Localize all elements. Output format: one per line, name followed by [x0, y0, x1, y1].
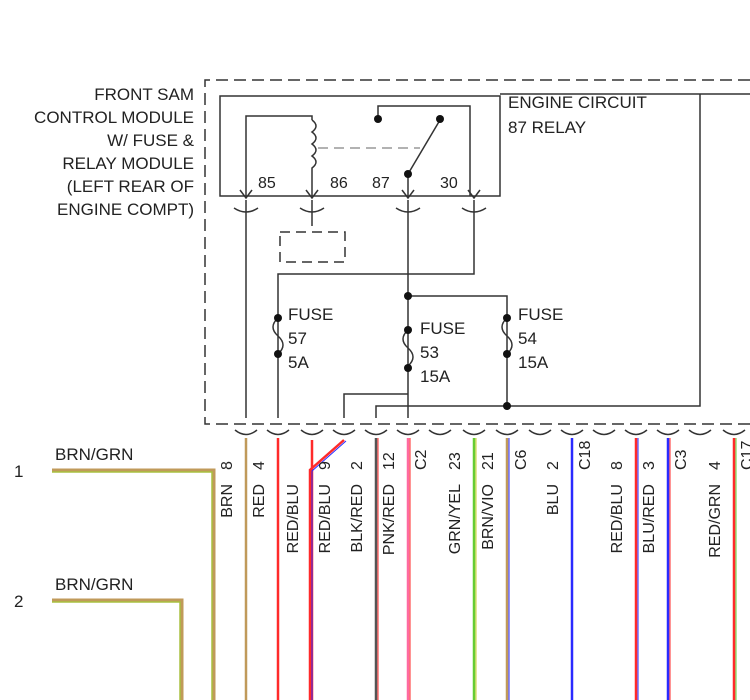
connector-wire-label: BRN	[219, 484, 236, 518]
relay-pin-connectors	[233, 200, 487, 216]
module-enclosure	[204, 79, 750, 425]
module-label-line-6: ENGINE COMPT)	[57, 200, 194, 219]
wire-stripe	[311, 440, 347, 700]
connector-pin-number: C6	[513, 449, 530, 470]
connector-pin-symbol	[266, 429, 290, 436]
relay-box	[219, 93, 750, 197]
relay-pin-30: 30	[440, 175, 458, 192]
connector-pin-number: C18	[577, 441, 594, 470]
fuse-terminals	[274, 314, 511, 372]
connector-pin-symbol	[495, 429, 519, 436]
row-2-number: 2	[14, 592, 23, 611]
connector-pin-number: 9	[317, 461, 334, 470]
fuse-53-label: FUSE	[420, 319, 465, 338]
connector-wire-label: GRN/YEL	[447, 484, 464, 554]
connector-pin-number: 4	[707, 461, 724, 470]
connector-pin-symbol	[462, 429, 486, 436]
wire	[308, 439, 345, 700]
fuse-57-symbol	[272, 317, 284, 355]
connector-pin-symbol	[234, 429, 258, 436]
relay-pin-87: 87	[372, 175, 390, 192]
connector-pin-symbol	[656, 429, 680, 436]
connector-pin-number: 8	[219, 461, 236, 470]
fuse-54-number: 54	[518, 329, 537, 348]
module-label-line-2: CONTROL MODULE	[34, 108, 194, 127]
connector-wire-label: PNK/RED	[381, 484, 398, 555]
connector-pin-symbol	[722, 429, 746, 436]
connector-pin-number: 23	[447, 452, 464, 470]
module-label-line-3: W/ FUSE &	[107, 131, 195, 150]
connector-pin-symbol	[592, 429, 616, 436]
relay-pin-86: 86	[330, 175, 348, 192]
connector-pin-number: C3	[673, 449, 690, 470]
fuse-57-number: 57	[288, 329, 307, 348]
connector-pin-number: 8	[609, 461, 626, 470]
relay-pin-arrows	[239, 189, 481, 200]
optional-component	[279, 216, 346, 263]
connector-wire-label: RED	[251, 484, 268, 518]
connector-wire-label: RED/BLU	[609, 484, 626, 553]
module-label-line-5: (LEFT REAR OF	[67, 177, 194, 196]
fuse-54-symbol	[501, 317, 513, 355]
module-label-line-4: RELAY MODULE	[62, 154, 194, 173]
connector-pin-symbol	[528, 429, 552, 436]
connector-pin-number: 4	[251, 461, 268, 470]
connector-wire-label: RED/GRN	[707, 484, 724, 558]
connector-pin-symbol	[300, 429, 324, 436]
connector-pin-number: C2	[413, 449, 430, 470]
fuse-54-label: FUSE	[518, 305, 563, 324]
connector-wire-label: BLK/RED	[349, 484, 366, 552]
module-label-line-1: FRONT SAM	[94, 85, 194, 104]
connector-wire-label: BRN/VIO	[480, 484, 497, 550]
connector-pin-number: 2	[349, 461, 366, 470]
row-1-number: 1	[14, 462, 23, 481]
left-wire-1-label: BRN/GRN	[55, 445, 133, 464]
fuse-57-rating: 5A	[288, 353, 309, 372]
internal-wiring	[245, 94, 701, 418]
connector-wire-label: BLU	[545, 484, 562, 515]
connector-pin-symbol	[396, 429, 420, 436]
connector-pin-number: 2	[545, 461, 562, 470]
connector-pin-symbol	[364, 429, 388, 436]
fuse-53-number: 53	[420, 343, 439, 362]
connector-pin-symbol	[332, 429, 356, 436]
connector-pin-symbol	[688, 429, 712, 436]
connector-pin-number: C17	[739, 441, 750, 470]
connector-pin-number: 21	[480, 452, 497, 470]
fuse-57-label: FUSE	[288, 305, 333, 324]
relay-title-line-1: ENGINE CIRCUIT	[508, 93, 647, 112]
connector-wire-label: RED/BLU	[317, 484, 334, 553]
relay-title-line-2: 87 RELAY	[508, 118, 586, 137]
fuse-54-rating: 15A	[518, 353, 549, 372]
connector-pin-symbol	[560, 429, 584, 436]
connector-wire-label: RED/BLU	[285, 484, 302, 553]
relay-pin-85: 85	[258, 175, 276, 192]
connector-pin-number: 3	[641, 461, 658, 470]
connector-pin-symbol	[428, 429, 452, 436]
fuse-53-symbol	[402, 329, 414, 367]
left-wires	[52, 468, 216, 700]
internal-junctions	[404, 292, 511, 410]
module-label: FRONT SAM CONTROL MODULE W/ FUSE & RELAY…	[34, 85, 195, 219]
connector-pin-symbol	[624, 429, 648, 436]
connector-pin-number: 12	[381, 452, 398, 470]
left-wire-2-label: BRN/GRN	[55, 575, 133, 594]
connector-wire-label: BLU/RED	[641, 484, 658, 553]
fuse-53-rating: 15A	[420, 367, 451, 386]
relay-contact-points	[374, 115, 444, 178]
